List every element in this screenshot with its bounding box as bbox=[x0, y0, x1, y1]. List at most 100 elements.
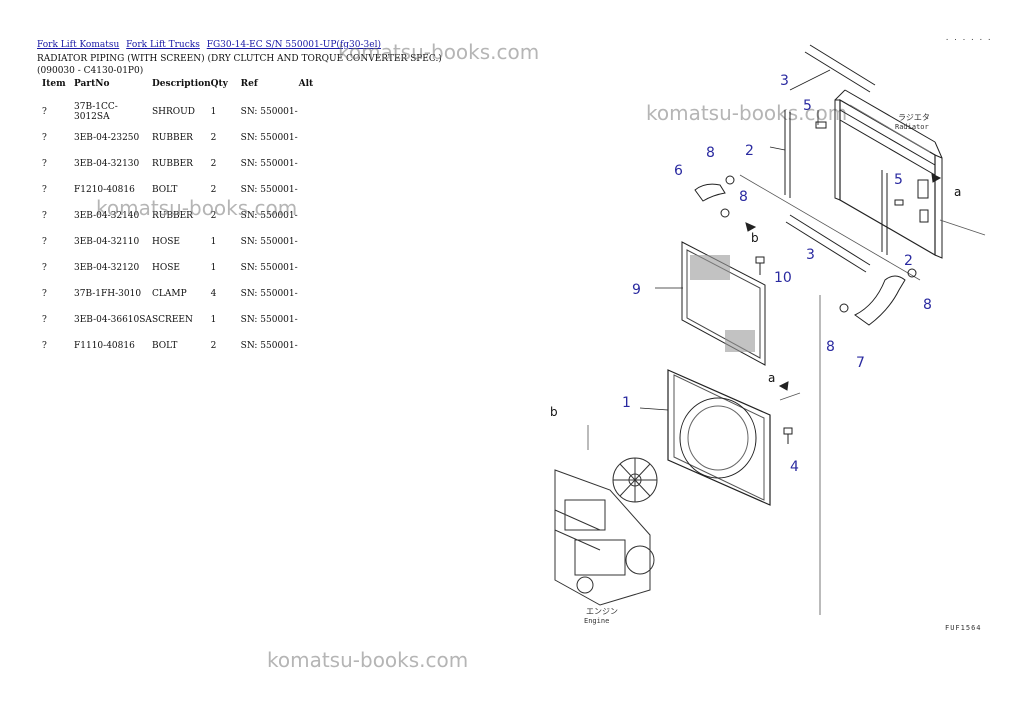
cell-partno: 3EB-04-32120 bbox=[74, 263, 140, 273]
cell-qty: 2 bbox=[210, 341, 217, 351]
radiator-label: Radiator bbox=[895, 123, 929, 131]
col-header-alt: Alt bbox=[298, 79, 314, 89]
breadcrumb-link-model[interactable]: FG30-14-EC S/N 550001-UP(fg30-3el) bbox=[206, 40, 381, 50]
breadcrumb-link-brand[interactable]: Fork Lift Komatsu bbox=[37, 40, 120, 50]
cell-item: ? bbox=[42, 263, 47, 273]
page-title: RADIATOR PIPING (WITH SCREEN) (DRY CLUTC… bbox=[37, 54, 442, 76]
watermark: komatsu-books.com bbox=[267, 648, 469, 672]
shroud-drawing bbox=[667, 369, 771, 506]
callout-label: 2 bbox=[745, 143, 754, 159]
cell-description: RUBBER bbox=[152, 159, 193, 169]
watermark: komatsu-books.com bbox=[646, 101, 848, 125]
cell-alt bbox=[299, 281, 339, 307]
engine-label-jp: エンジン bbox=[586, 607, 618, 616]
leader-lines bbox=[639, 69, 831, 411]
cell-qty: 1 bbox=[210, 315, 217, 325]
cell-alt bbox=[299, 177, 339, 203]
cell-qty: 1 bbox=[210, 263, 217, 273]
cell-ref: SN: 550001- bbox=[240, 133, 298, 143]
cell-partno: 3EB-04-32110 bbox=[74, 237, 140, 247]
callout-label: 3 bbox=[806, 247, 815, 263]
cell-qty: 2 bbox=[210, 185, 217, 195]
cell-qty: 2 bbox=[210, 211, 217, 221]
cell-item: ? bbox=[42, 315, 47, 325]
cell-alt bbox=[299, 151, 339, 177]
table-row: ? 3EB-04-32140 RUBBER 2 SN: 550001- bbox=[36, 203, 339, 229]
cell-ref: SN: 550001- bbox=[240, 211, 298, 221]
cell-partno: 37B-1FH-3010 bbox=[74, 289, 142, 299]
callout-label: 2 bbox=[904, 253, 913, 269]
callout-label: 1 bbox=[622, 395, 631, 411]
cell-description: SCREEN bbox=[152, 315, 193, 325]
callout-label: 5 bbox=[803, 98, 812, 114]
cell-ref: SN: 550001- bbox=[240, 237, 298, 247]
callout-label: 9 bbox=[632, 282, 641, 298]
watermark: komatsu-books.com bbox=[96, 196, 298, 220]
cell-ref: SN: 550001- bbox=[240, 159, 298, 169]
cell-alt bbox=[299, 333, 339, 359]
cell-ref: SN: 550001- bbox=[240, 315, 298, 325]
callout-label: 7 bbox=[856, 355, 865, 371]
callout-label: a bbox=[954, 185, 961, 199]
cell-alt bbox=[299, 125, 339, 151]
cell-alt bbox=[299, 255, 339, 281]
callout-label: 8 bbox=[706, 145, 715, 161]
figure-code: FUF1564 bbox=[945, 624, 982, 632]
table-row: ? 3EB-04-23250 RUBBER 2 SN: 550001- bbox=[36, 125, 339, 151]
cell-partno: F1110-40816 bbox=[74, 341, 135, 351]
cell-description: HOSE bbox=[152, 237, 180, 247]
cell-qty: 2 bbox=[210, 159, 217, 169]
cell-description: RUBBER bbox=[152, 133, 193, 143]
callout-label: 5 bbox=[894, 172, 903, 188]
callout-label: 8 bbox=[923, 297, 932, 313]
callout-label: b bbox=[751, 231, 759, 245]
cell-partno: 3EB-04-23250 bbox=[74, 133, 140, 143]
cell-qty: 1 bbox=[210, 237, 217, 247]
cell-partno: 3EB-04-32140 bbox=[74, 211, 140, 221]
hose-lower-drawing bbox=[839, 268, 917, 326]
cell-item: ? bbox=[42, 159, 47, 169]
col-header-description: Description bbox=[152, 79, 211, 89]
cell-description: BOLT bbox=[152, 341, 178, 351]
col-header-partno: PartNo bbox=[74, 79, 110, 89]
bolt-drawing bbox=[755, 256, 793, 444]
radiator-label-jp: ラジエタ bbox=[898, 113, 930, 122]
callout-label: 10 bbox=[774, 270, 792, 286]
cell-alt bbox=[299, 307, 339, 333]
cell-partno: 3EB-04-36610SA bbox=[74, 315, 152, 325]
callout-label: 6 bbox=[674, 163, 683, 179]
cell-partno: F1210-40816 bbox=[74, 185, 135, 195]
radiator-drawing bbox=[815, 89, 943, 259]
cell-item: ? bbox=[42, 237, 47, 247]
breadcrumb: Fork Lift Komatsu Fork Lift Trucks FG30-… bbox=[37, 40, 385, 50]
engine-drawing bbox=[554, 457, 658, 606]
cell-item: ? bbox=[42, 211, 47, 221]
engine-label: Engine bbox=[584, 617, 609, 625]
breadcrumb-link-category[interactable]: Fork Lift Trucks bbox=[126, 40, 200, 50]
cell-item: ? bbox=[42, 133, 47, 143]
cell-ref: SN: 550001- bbox=[240, 341, 298, 351]
cell-qty: 4 bbox=[210, 289, 217, 299]
table-header-row: Item PartNo Description Qty Ref Alt bbox=[36, 78, 339, 99]
table-row: ? 3EB-04-32130 RUBBER 2 SN: 550001- bbox=[36, 151, 339, 177]
cell-qty: 2 bbox=[210, 133, 217, 143]
cell-alt bbox=[299, 229, 339, 255]
cell-qty: 1 bbox=[210, 107, 217, 117]
callout-label: b bbox=[550, 405, 558, 419]
cell-item: ? bbox=[42, 185, 47, 195]
cell-alt bbox=[299, 99, 339, 125]
cell-ref: SN: 550001- bbox=[240, 263, 298, 273]
cell-description: RUBBER bbox=[152, 211, 193, 221]
callout-label: 8 bbox=[739, 189, 748, 205]
col-header-item: Item bbox=[42, 79, 66, 89]
cell-partno: 3EB-04-32130 bbox=[74, 159, 140, 169]
cell-item: ? bbox=[42, 289, 47, 299]
cell-alt bbox=[299, 203, 339, 229]
